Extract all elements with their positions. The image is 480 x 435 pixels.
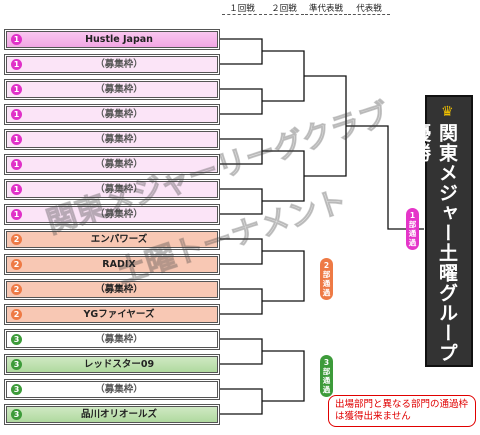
champion-title: 関東メジャー土曜グループ優勝: [409, 123, 458, 363]
team-row: 1 Hustle Japan: [6, 31, 218, 48]
pass-badge-label: 3部通過: [322, 358, 331, 394]
group-badge: 3: [11, 384, 22, 395]
team-row: 2 （募集枠）: [6, 281, 218, 298]
round-header-label: １回戦: [229, 4, 255, 14]
group-badge: 1: [11, 84, 22, 95]
team-name: （募集枠）: [95, 134, 143, 145]
round-header-label: 代表戦: [356, 4, 382, 14]
team-row: 3 品川オリオールズ: [6, 406, 218, 423]
team-row: 1 （募集枠）: [6, 131, 218, 148]
team-row: 1 （募集枠）: [6, 206, 218, 223]
round-header-2: ２回戦: [264, 2, 304, 15]
team-row: 3 （募集枠）: [6, 381, 218, 398]
team-row: 2 エンパワーズ: [6, 231, 218, 248]
team-row: 1 （募集枠）: [6, 181, 218, 198]
group-badge: 1: [11, 184, 22, 195]
team-row: 1 （募集枠）: [6, 81, 218, 98]
group-badge: 2: [11, 309, 22, 320]
round-header-label: ２回戦: [271, 4, 297, 14]
team-row: 2 YGファイヤーズ: [6, 306, 218, 323]
team-name: （募集枠）: [95, 84, 143, 95]
team-name: （募集枠）: [95, 109, 143, 120]
team-name: （募集枠）: [95, 334, 143, 345]
team-row: 1 （募集枠）: [6, 106, 218, 123]
group-badge: 2: [11, 234, 22, 245]
pass-badge-division-2: 2部通過: [320, 258, 333, 300]
round-header-4: 代表戦: [348, 2, 390, 15]
team-row: 1 （募集枠）: [6, 56, 218, 73]
group-badge: 3: [11, 409, 22, 420]
eligibility-note: 出場部門と異なる部門の通過枠は獲得出来ません: [328, 395, 476, 427]
team-name: エンパワーズ: [90, 234, 148, 245]
team-name: （募集枠）: [95, 284, 143, 295]
pass-badge-division-1: 1部通過: [406, 208, 419, 250]
group-badge: 2: [11, 259, 22, 270]
pass-badge-division-3: 3部通過: [320, 355, 333, 397]
group-badge: 1: [11, 134, 22, 145]
group-badge: 1: [11, 159, 22, 170]
group-badge: 3: [11, 359, 22, 370]
round-header-label: 準代表戦: [308, 4, 343, 14]
team-name: レッドスター09: [83, 359, 155, 370]
round-header-1: １回戦: [222, 2, 262, 15]
team-name: （募集枠）: [95, 59, 143, 70]
team-row: 3 （募集枠）: [6, 331, 218, 348]
team-row: 3 レッドスター09: [6, 356, 218, 373]
group-badge: 3: [11, 334, 22, 345]
team-name: （募集枠）: [95, 209, 143, 220]
pass-badge-label: 1部通過: [408, 211, 417, 247]
group-badge: 1: [11, 59, 22, 70]
group-badge: 1: [11, 109, 22, 120]
team-name: Hustle Japan: [85, 34, 153, 45]
team-name: （募集枠）: [95, 384, 143, 395]
champion-box: ♛ 関東メジャー土曜グループ優勝: [409, 95, 473, 367]
group-badge: 1: [11, 34, 22, 45]
team-row: 1 （募集枠）: [6, 156, 218, 173]
group-badge: 2: [11, 284, 22, 295]
team-name: （募集枠）: [95, 184, 143, 195]
team-name: （募集枠）: [95, 159, 143, 170]
round-header-3: 準代表戦: [305, 2, 347, 15]
group-badge: 1: [11, 209, 22, 220]
team-name: YGファイヤーズ: [83, 309, 155, 320]
team-row: 2 RADIX: [6, 256, 218, 273]
team-name: RADIX: [102, 259, 136, 270]
pass-badge-label: 2部通過: [322, 261, 331, 297]
team-name: 品川オリオールズ: [80, 409, 157, 420]
crown-icon: ♛: [441, 104, 454, 120]
